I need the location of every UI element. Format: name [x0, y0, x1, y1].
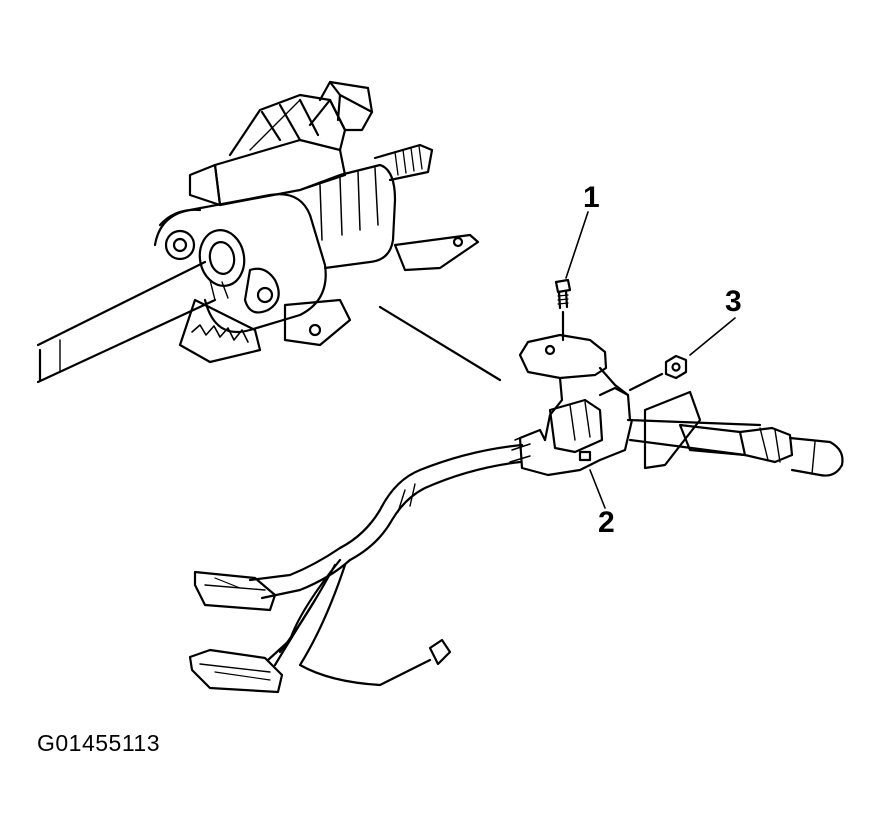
figure-id: G01455113 [37, 730, 161, 756]
wiring-harness [250, 433, 532, 685]
lower-connector [190, 650, 282, 692]
callout-3-leader [690, 318, 735, 355]
assembly-leader-line [380, 307, 500, 380]
upper-connector [195, 572, 275, 610]
callout-2-label: 2 [598, 506, 615, 539]
callout-1-label: 1 [583, 181, 600, 214]
bolt-part [630, 356, 686, 390]
screw-part [556, 280, 570, 340]
callout-1-leader [566, 212, 588, 278]
steering-column [38, 82, 478, 382]
multifunction-switch [520, 335, 843, 476]
callout-3-label: 3 [725, 285, 742, 318]
callout-2-leader [590, 470, 605, 508]
